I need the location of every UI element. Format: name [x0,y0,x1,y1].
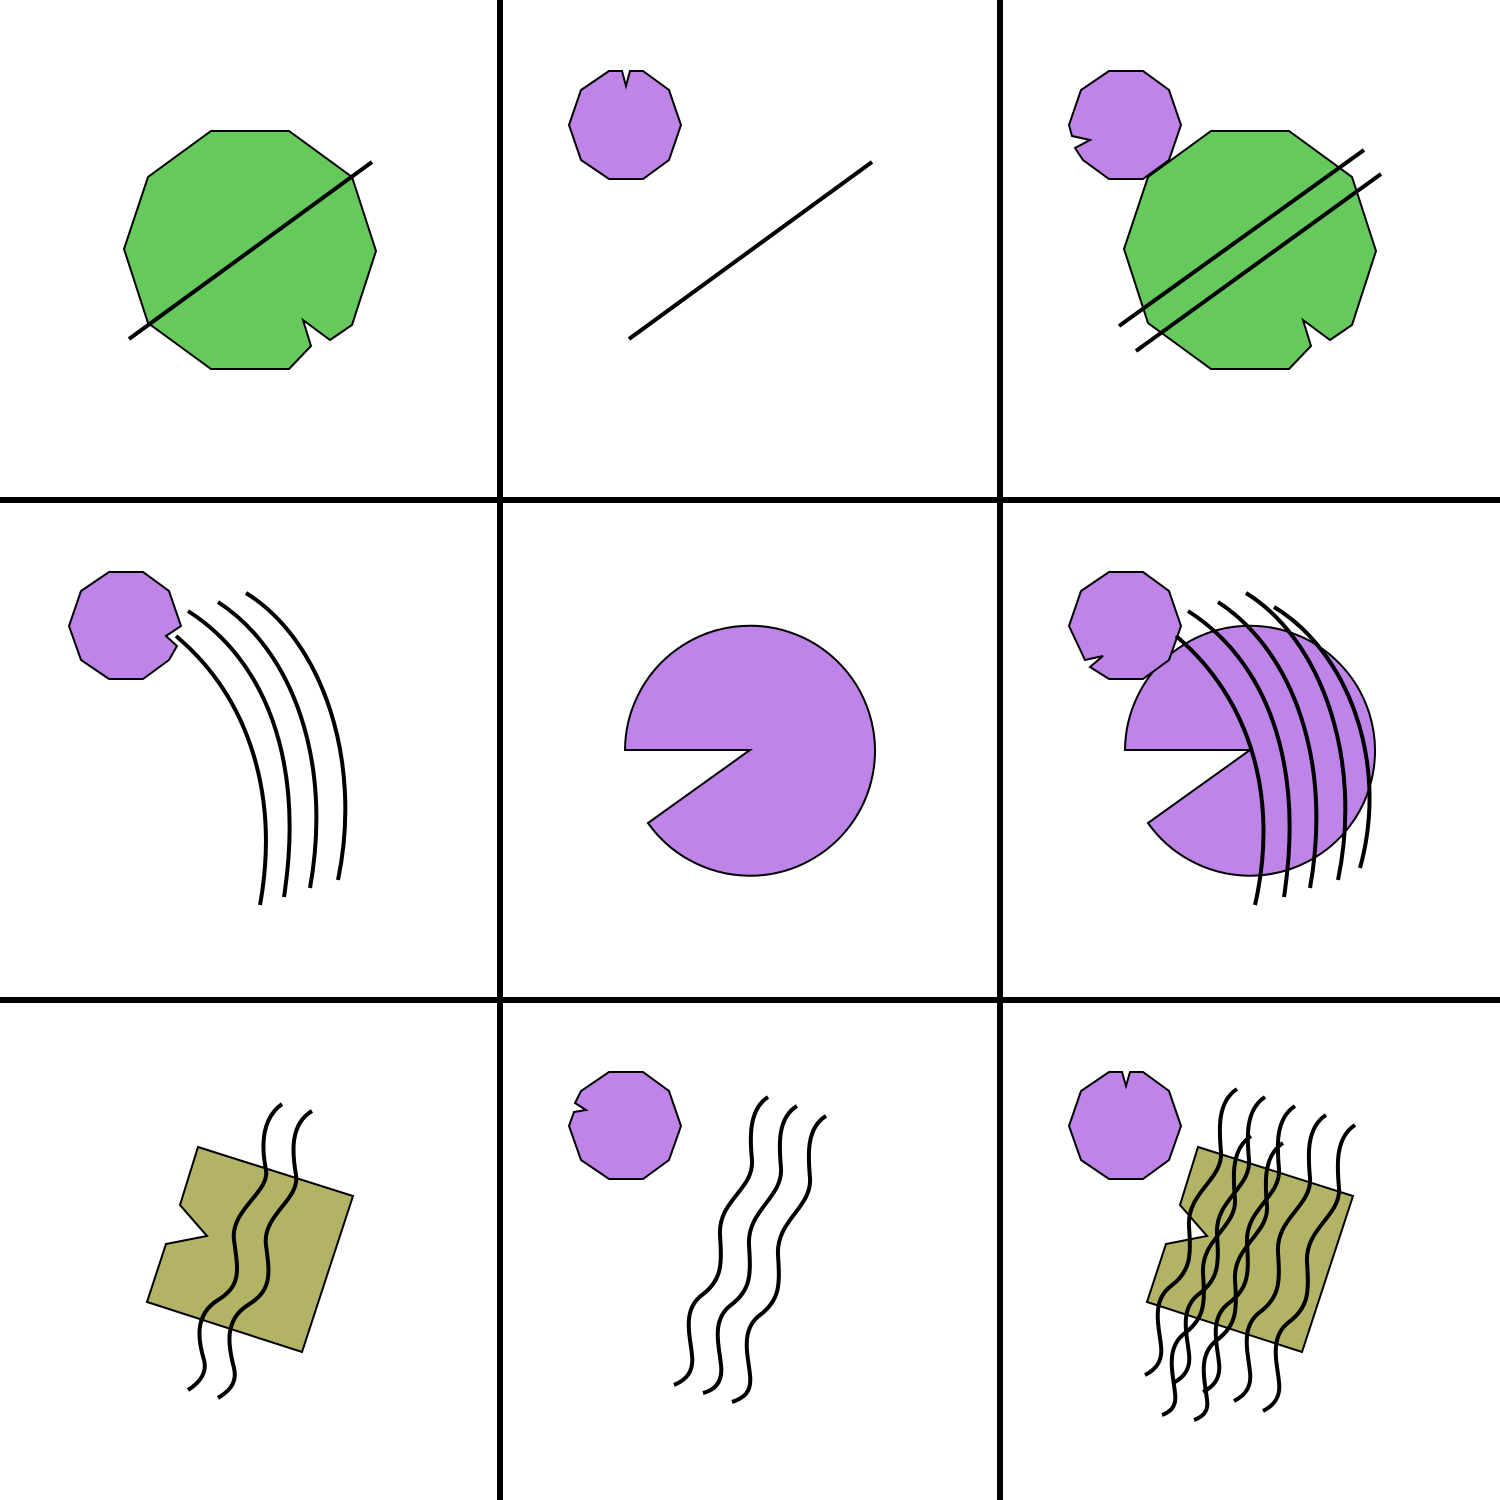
arc-curve [1186,609,1292,898]
cell-r2-c3 [1067,571,1376,906]
purple-decagon-shape [567,70,683,180]
wavy-line [1172,1095,1267,1385]
purple-decagon-shape [1067,70,1183,180]
wavy-line [1262,1123,1357,1413]
wavy-line [186,1102,284,1392]
diagonal-line [127,160,374,341]
wavy-line [673,1095,770,1387]
cell-r2-c2 [623,624,876,877]
wavy-line [1233,1113,1328,1403]
wavy-line [1144,1087,1239,1377]
cell-r3-c2 [567,1071,828,1404]
wavy-line [216,1109,314,1400]
arc-curve [244,591,348,881]
cell-r1-c1 [122,130,378,370]
arc-curve [216,600,319,889]
arc-curve [1272,605,1372,869]
cell-r3-c3 [1067,1071,1357,1422]
olive-square-shape [145,1145,355,1354]
diagonal-line [1117,148,1366,328]
green-decagon-shape [1122,130,1378,370]
cell-r3-c1 [145,1102,355,1400]
purple-decagon-shape [67,571,183,680]
purple-decagon-shape [1067,1071,1183,1180]
cell-r2-c1 [67,571,348,906]
wavy-line [1161,1134,1253,1417]
diagonal-line [627,160,874,341]
wavy-line [702,1104,799,1395]
cell-r1-c2 [567,70,874,341]
arc-curve [174,634,268,906]
purple-decagon-shape [567,1071,683,1180]
arc-curve [1216,600,1319,889]
purple-decagon-shape [1067,571,1183,680]
wavy-line [1193,1141,1285,1422]
wavy-line [1202,1104,1297,1394]
arc-curve [1244,591,1348,881]
arc-curve [1174,634,1266,906]
purple-pacman-shape [623,624,876,877]
diagonal-line [1134,172,1383,353]
cell-r1-c3 [1067,70,1383,370]
arc-curve [186,609,292,898]
wavy-line [731,1114,828,1404]
